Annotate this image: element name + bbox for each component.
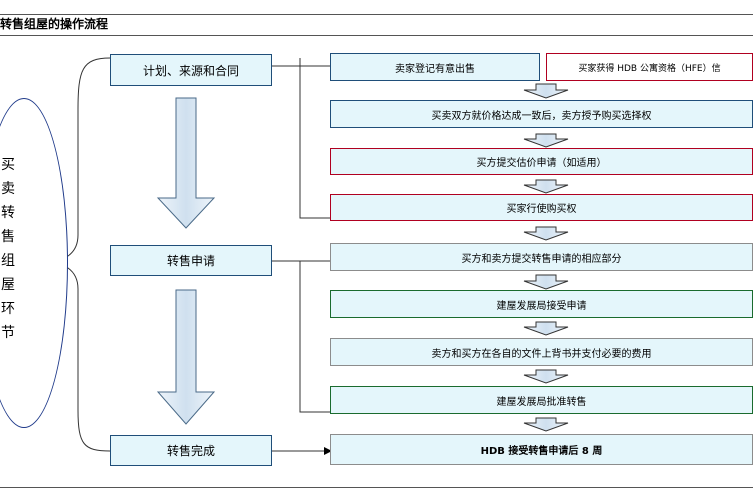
application-connector <box>272 260 330 413</box>
side-label: 买卖转售组屋环节 <box>1 157 15 341</box>
big-arrow-1 <box>156 97 216 229</box>
step-buyer-hfe: 买家获得 HDB 公寓资格（HFE）信 <box>546 53 753 81</box>
stage-completion: 转售完成 <box>110 435 272 466</box>
stage-application: 转售申请 <box>110 245 272 276</box>
step-hdb-approve: 建屋发展局批准转售 <box>330 386 753 414</box>
step-endorse-pay: 卖方和买方在各自的文件上背书并支付必要的费用 <box>330 338 753 366</box>
stage-planning: 计划、来源和合同 <box>110 54 272 86</box>
planning-connector <box>272 65 330 219</box>
step-hdb-accept: 建屋发展局接受申请 <box>330 290 753 318</box>
side-oval <box>0 98 68 428</box>
step-seller-register: 卖家登记有意出售 <box>330 53 540 81</box>
step-submit-application: 买方和卖方提交转售申请的相应部分 <box>330 243 753 271</box>
step-option-grant: 买卖双方就价格达成一致后，卖方授予购买选择权 <box>330 100 753 128</box>
step-valuation: 买方提交估价申请（如适用） <box>330 148 753 175</box>
big-arrow-2 <box>156 289 216 425</box>
step-exercise-option: 买家行使购买权 <box>330 194 753 221</box>
step-eight-weeks: HDB 接受转售申请后 8 周 <box>330 434 753 465</box>
title-rule <box>0 35 753 36</box>
bottom-rule <box>0 487 753 488</box>
top-rule <box>0 14 753 15</box>
page-title: 转售组屋的操作流程 <box>0 17 109 31</box>
completion-arrowhead <box>324 447 332 455</box>
small-arrows <box>523 83 569 432</box>
